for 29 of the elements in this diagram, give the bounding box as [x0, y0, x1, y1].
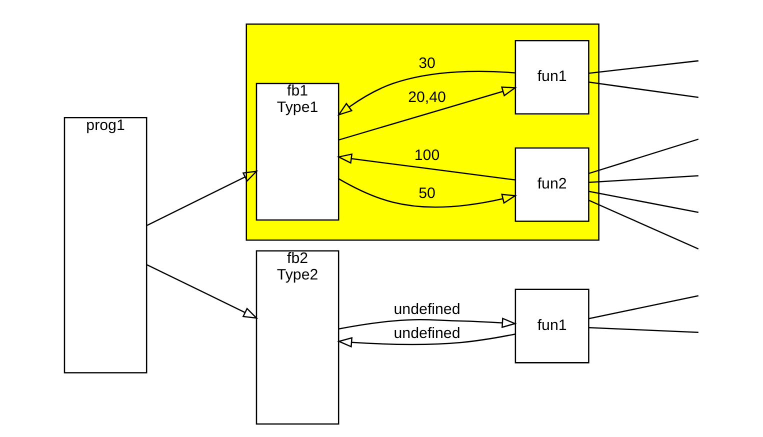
- edge-label: undefined: [393, 324, 460, 342]
- edge-label: 50: [418, 184, 435, 202]
- connector: [588, 60, 698, 74]
- edge-label: 100: [414, 146, 440, 164]
- edge-label: 30: [418, 54, 435, 72]
- arrow: [146, 264, 258, 318]
- connector: [588, 326, 698, 332]
- node-box: fun1: [514, 39, 589, 114]
- arrow: [338, 316, 516, 329]
- arrow: [336, 332, 515, 348]
- connector: [588, 190, 698, 212]
- arrow: [338, 86, 516, 140]
- arrow: [146, 170, 258, 226]
- connector: [588, 199, 698, 249]
- edge-label: 20,40: [408, 88, 446, 106]
- node-box: fb1 Type1: [255, 82, 339, 220]
- edge-label: undefined: [393, 300, 460, 318]
- arrow: [336, 152, 515, 180]
- node-box: fun2: [514, 146, 589, 222]
- arrow: [338, 178, 517, 208]
- connector: [588, 174, 698, 183]
- node-box: prog1: [63, 116, 147, 373]
- node-box: fb2 Type2: [255, 250, 339, 424]
- arrow: [336, 70, 515, 116]
- connector: [588, 294, 698, 319]
- connector: [588, 81, 698, 98]
- cluster: [245, 23, 599, 240]
- node-box: fun1: [514, 288, 589, 363]
- connector: [588, 138, 698, 174]
